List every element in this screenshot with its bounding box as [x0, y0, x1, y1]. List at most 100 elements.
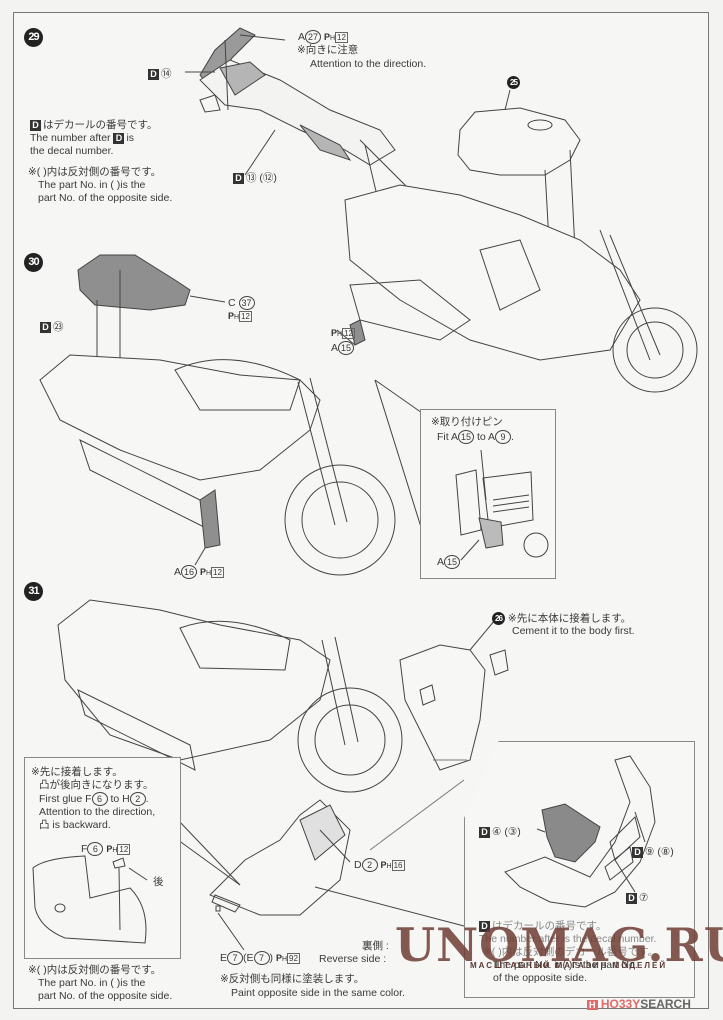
paint-opposite-note-jp: ※反対側も同様に塗装します。	[220, 973, 365, 985]
watermark-unomag: UNOMAG.RU	[395, 918, 723, 972]
opposite-legend-en-1: The part No. in ( )is the	[38, 179, 146, 191]
paint-prefix: P	[228, 311, 235, 321]
paint-code: PH	[324, 32, 335, 42]
part-number: 16	[181, 565, 198, 579]
cement-note-jp: ※先に本体に接着します。	[507, 612, 632, 625]
part-number: 9	[495, 430, 512, 444]
motorcycle-step29-drawing	[344, 184, 698, 393]
paint-number: 16	[391, 859, 405, 871]
decal-badge: D	[632, 846, 643, 858]
cowl-bracket-drawing	[32, 855, 148, 944]
part-letter: E	[220, 951, 228, 964]
part-number: 15	[458, 430, 475, 444]
paint-type: H	[329, 34, 336, 42]
paint-type: H	[337, 331, 343, 338]
step-number-29: 29	[24, 28, 43, 47]
decal-legend-en-text: The number after	[30, 132, 111, 144]
glue-note-jp-1: ※先に接着します。	[31, 766, 123, 778]
paint-prefix: P	[323, 31, 330, 42]
engine-detail-drawing	[455, 449, 549, 561]
decal-badge: D	[479, 920, 490, 932]
left-opposite-note: ※( )内は反対側の番号です。 The part No. in ( )is th…	[28, 964, 172, 1003]
left-opposite-note-jp: ※( )内は反対側の番号です。	[28, 964, 162, 976]
glue-note-en-text: First glue F	[39, 792, 92, 805]
paint-type: H	[386, 862, 392, 870]
decal-number: ⑭	[161, 68, 172, 80]
inset-opposite-en-1: The part No. in( )is the part No.	[493, 959, 638, 971]
paint-prefix: P	[331, 328, 338, 338]
hobbysearch-logo-icon: H	[587, 1000, 598, 1010]
reverse-side-jp: 裏側 :	[362, 940, 389, 952]
backward-label: 後	[153, 876, 164, 888]
paint-type: H	[281, 955, 288, 963]
paint-type: H	[112, 846, 118, 854]
decal-opposite-number: (⑧)	[657, 846, 674, 858]
paint-number: 12	[342, 327, 355, 339]
paint-prefix: P	[106, 843, 113, 854]
hobbysearch-credit: H HO33YSEARCH	[587, 997, 691, 1011]
part-number: 27	[305, 30, 322, 44]
lower-cowl-drawing	[177, 799, 465, 951]
opposite-close: )	[269, 951, 274, 964]
inset-decal-legend-jp-text: はデカールの番号です。	[492, 920, 607, 932]
paint-number: 12	[211, 566, 224, 578]
paint-prefix: P	[380, 859, 387, 870]
inset-decal-legend-en: The number after is the decal number.	[479, 933, 657, 945]
paint-type: H	[205, 569, 212, 577]
cement-note: 26 ※先に本体に接着します。 Cement it to the body fi…	[492, 612, 635, 638]
glue-note-jp-2: 凸が後向きになります。	[39, 779, 154, 791]
decal-badge: D	[479, 826, 490, 838]
direction-note-jp: ※向きに注意	[297, 44, 359, 56]
direction-note-en: Attention to the direction.	[310, 58, 427, 70]
motorcycle-step30-drawing	[39, 319, 426, 576]
hobbysearch-brand: HO33Y	[600, 997, 641, 1011]
part-number: 6	[87, 842, 104, 856]
decal-number: ⑦	[639, 892, 649, 904]
inset-opposite-jp: ※( )内は反対側のデカール番号です。	[483, 946, 659, 958]
opposite-part-number: 7	[253, 951, 270, 965]
paint-prefix: P	[199, 566, 206, 577]
paint-number: 12	[117, 843, 131, 855]
step-number-31: 31	[24, 582, 43, 601]
cement-note-en: Cement it to the body first.	[512, 625, 635, 638]
part-letter: A	[437, 555, 445, 568]
glue-note-en-period: .	[145, 792, 149, 805]
seat-drawing	[77, 254, 226, 385]
decal-legend-en-line2: the decal number.	[30, 145, 114, 157]
glue-note-en-3: 凸 is backward.	[39, 819, 111, 831]
paint-number: 12	[335, 31, 348, 43]
opposite-legend-en-2: part No. of the opposite side.	[38, 192, 173, 204]
decal-number: ④	[492, 826, 502, 838]
decal-number: ⑬	[246, 172, 257, 184]
paint-code: PH	[106, 844, 117, 854]
reverse-side-en: Reverse side :	[319, 953, 387, 965]
opposite-legend-jp: ※( )内は反対側の番号です。	[28, 166, 162, 178]
part-number: 6	[91, 792, 108, 806]
hobbysearch-search: SEARCH	[640, 997, 691, 1011]
paint-code: PH	[331, 328, 342, 338]
paint-code: PH	[228, 311, 239, 321]
decal-badge: D	[30, 119, 41, 131]
decal-badge: D	[148, 68, 159, 80]
decal-badge: D	[113, 132, 125, 144]
paint-opposite-note-en: Paint opposite side in the same color.	[231, 987, 405, 999]
part-number: 7	[227, 951, 244, 965]
